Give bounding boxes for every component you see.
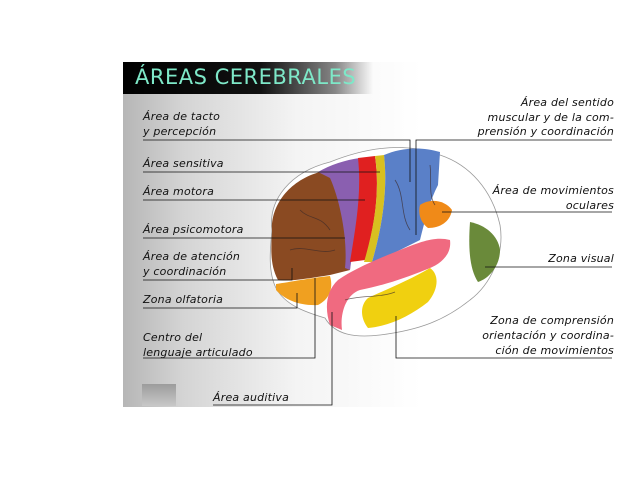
label-visual: Zona visual (548, 252, 614, 265)
region-olfactory (276, 276, 332, 306)
label-auditiva: Área auditiva (213, 391, 290, 404)
line-comprension (395, 316, 612, 359)
title-bar (123, 62, 373, 94)
label-oculares-line2: oculares (565, 199, 614, 212)
label-atencion-line2: y coordinación (143, 265, 227, 278)
region-temporal (326, 238, 451, 330)
label-muscular-line2: muscular y de la com- (487, 111, 614, 124)
label-muscular-line1: Área del sentido (520, 96, 614, 109)
sulcus-1 (289, 164, 436, 301)
label-lenguaje-line2: lenguaje articulado (143, 346, 253, 359)
label-sensitiva: Área sensitiva (143, 157, 224, 170)
line-atencion (143, 268, 293, 281)
region-ocular (419, 200, 452, 228)
line-muscular (415, 139, 612, 235)
region-comprehension (362, 268, 437, 328)
leader-lines (143, 139, 612, 406)
label-comprension-line1: Zona de comprensión (490, 314, 614, 327)
line-lenguaje (143, 278, 316, 359)
label-lenguaje-line1: Centro del (143, 331, 203, 344)
line-auditiva (213, 312, 333, 406)
label-oculares-line1: Área de movimientos (492, 184, 614, 197)
label-motora: Área motora (143, 185, 215, 198)
label-muscular-line3: prensión y coordinación (477, 125, 614, 138)
region-purple (318, 158, 362, 270)
label-comprension-line3: ción de movimientos (495, 344, 614, 357)
label-comprension-line2: orientación y coordina- (482, 329, 614, 342)
label-tacto-line1: Área de tacto (143, 110, 221, 123)
label-tacto-line2: y percepción (143, 125, 217, 138)
line-olfatoria (143, 293, 298, 309)
region-blue (372, 148, 440, 262)
decorative-box (142, 384, 176, 406)
line-tacto (143, 139, 411, 182)
label-psicomotora: Área psicomotora (143, 223, 244, 236)
region-frontal (271, 172, 351, 281)
region-motor (350, 156, 377, 262)
region-sensory (364, 155, 386, 262)
label-olfatoria: Zona olfatoria (143, 293, 224, 306)
page-title: ÁREAS CEREBRALES (135, 65, 357, 89)
label-atencion-line1: Área de atención (143, 250, 241, 263)
